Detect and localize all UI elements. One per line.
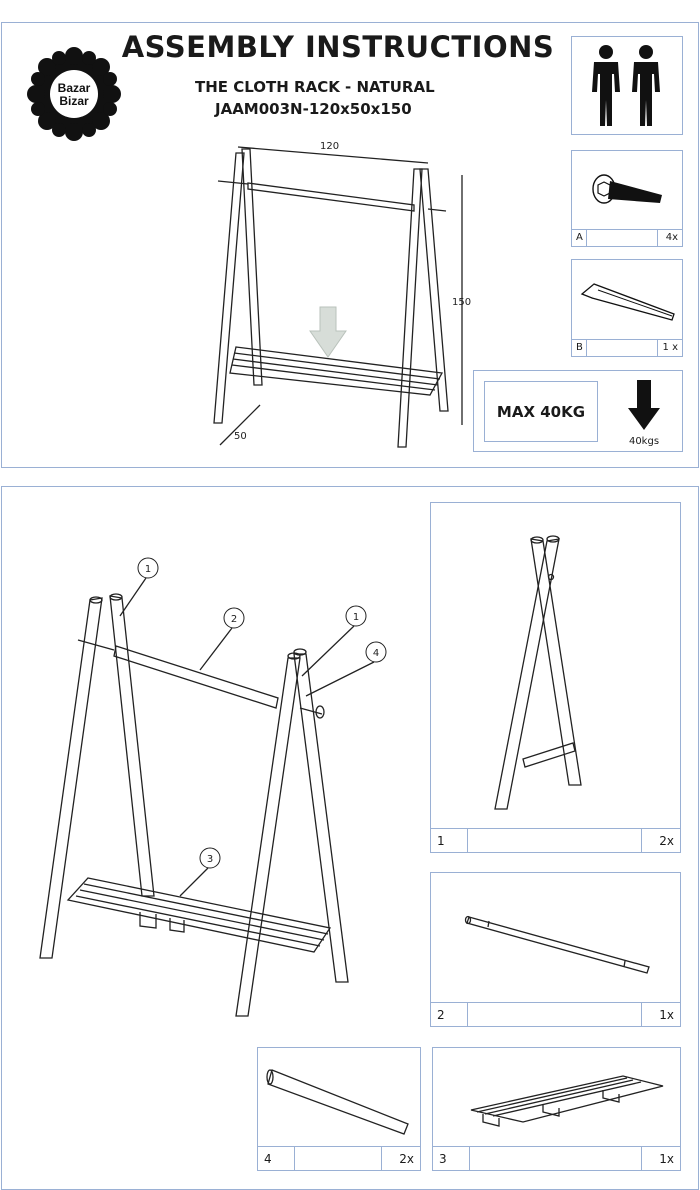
part-3-drawing [470,1075,664,1127]
two-persons-icon [592,45,660,126]
part-label-2: 2 1x [431,1002,680,1026]
max-load-label: MAX 40KG [484,381,598,442]
callout-label: 1 [353,612,359,623]
part-qty: 2x [399,1152,414,1166]
assembled-drawing: 1 2 1 4 3 [39,557,387,1017]
brand-logo: Bazar Bizar [27,47,121,141]
hardware-id: A [576,232,583,243]
part-id: 1 [437,834,445,848]
product-code: JAAM003N-120x50x150 [215,100,412,118]
overview-drawing: 120 150 50 [213,141,471,448]
part-4-drawing [266,1069,409,1135]
part-box-3: 3 1x [432,1047,681,1171]
part-box-1: 1 2x [430,502,681,853]
part-label-3: 3 1x [433,1146,680,1170]
callout-label: 2 [231,614,237,625]
product-name: THE CLOTH RACK - NATURAL [195,78,435,96]
hardware-qty: 1 x [662,342,678,353]
part-id: 4 [264,1152,272,1166]
part-qty: 1x [659,1152,674,1166]
part-box-2: 2 1x [430,872,681,1027]
part-label-4: 4 2x [258,1146,420,1170]
brand-line1: Bazar [58,81,91,95]
dimension-height: 150 [452,297,471,308]
part-id: 2 [437,1008,445,1022]
hardware-id: B [576,342,583,353]
max-load-weight: 40kgs [628,436,660,447]
hardware-label-a: A 4x [572,229,682,246]
part-id: 3 [439,1152,447,1166]
down-arrow-icon [628,380,660,430]
page-title: ASSEMBLY INSTRUCTIONS [121,30,555,64]
callout-label: 3 [207,854,213,865]
part-2-drawing [464,915,650,974]
callout-label: 1 [145,564,151,575]
dimension-width: 120 [320,141,339,152]
part-label-1: 1 2x [431,828,680,852]
hardware-qty: 4x [665,232,678,243]
dimension-depth: 50 [234,431,247,442]
hardware-box-b: B 1 x [571,259,683,357]
hardware-box-a: A 4x [571,150,683,247]
part-qty: 1x [659,1008,674,1022]
part-qty: 2x [659,834,674,848]
header-panel [1,22,699,468]
brand-line2: Bizar [59,94,89,108]
callout-label: 4 [373,648,379,659]
hardware-label-b: B 1 x [572,339,682,356]
people-box [571,36,683,135]
part-1-drawing [494,535,582,810]
max-load-panel [473,370,683,452]
part-box-4: 4 2x [257,1047,421,1171]
allen-key-icon [580,283,675,321]
bolt-icon [592,174,662,204]
